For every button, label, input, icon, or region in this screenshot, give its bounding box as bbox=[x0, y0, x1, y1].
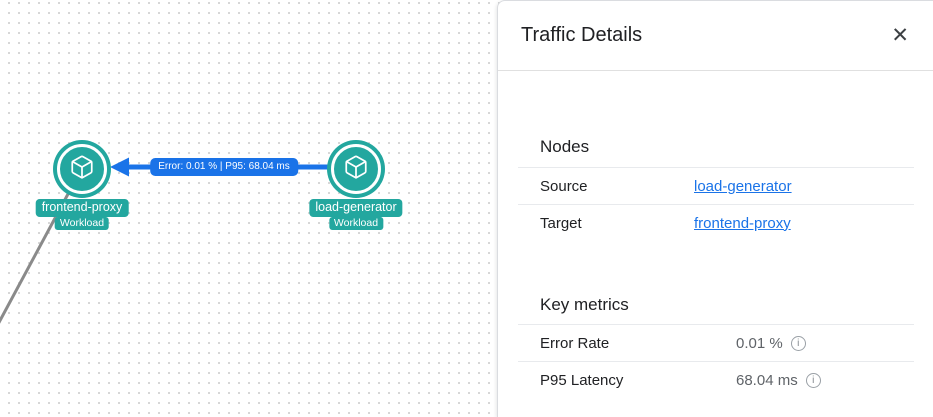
node-name-chip: load-generator bbox=[309, 199, 403, 217]
table-row-target: Target frontend-proxy bbox=[518, 204, 914, 241]
edge-metrics-badge[interactable]: Error: 0.01 % | P95: 68.04 ms bbox=[150, 158, 298, 176]
panel-title: Traffic Details bbox=[521, 24, 643, 46]
metrics-table: Error Rate 0.01 % i P95 Latency 68.04 ms… bbox=[518, 324, 914, 398]
close-icon[interactable]: ✕ bbox=[887, 23, 913, 48]
source-label: Source bbox=[540, 177, 588, 195]
panel-header: Traffic Details ✕ bbox=[498, 1, 933, 71]
table-row-source: Source load-generator bbox=[518, 167, 914, 204]
target-node-link[interactable]: frontend-proxy bbox=[694, 214, 791, 232]
p95-latency-label: P95 Latency bbox=[540, 371, 624, 389]
info-icon[interactable]: i bbox=[805, 372, 821, 388]
node-frontend-proxy[interactable] bbox=[53, 140, 111, 198]
error-rate-value-wrap: 0.01 % i bbox=[736, 335, 806, 352]
node-type-chip: Workload bbox=[328, 217, 384, 231]
node-name-chip: frontend-proxy bbox=[35, 199, 129, 217]
node-label-frontend-proxy[interactable]: frontend-proxy Workload bbox=[35, 199, 129, 231]
key-metrics-section-heading: Key metrics bbox=[540, 295, 629, 314]
table-row-error-rate: Error Rate 0.01 % i bbox=[518, 324, 914, 361]
workload-cube-icon bbox=[343, 154, 369, 185]
node-load-generator[interactable] bbox=[327, 140, 385, 198]
source-node-link[interactable]: load-generator bbox=[694, 177, 792, 195]
traffic-details-panel: Traffic Details ✕ Nodes Source load-gene… bbox=[497, 0, 933, 417]
nodes-table: Source load-generator Target frontend-pr… bbox=[518, 167, 914, 241]
node-label-load-generator[interactable]: load-generator Workload bbox=[309, 199, 403, 231]
p95-latency-value: 68.04 ms bbox=[736, 371, 798, 389]
info-icon[interactable]: i bbox=[790, 335, 806, 351]
error-rate-label: Error Rate bbox=[540, 334, 610, 352]
p95-latency-value-wrap: 68.04 ms i bbox=[736, 372, 821, 389]
target-label: Target bbox=[540, 214, 582, 232]
nodes-section-heading: Nodes bbox=[540, 137, 590, 156]
workload-cube-icon bbox=[69, 154, 95, 185]
table-row-p95-latency: P95 Latency 68.04 ms i bbox=[518, 361, 914, 398]
node-type-chip: Workload bbox=[54, 217, 110, 231]
traffic-edge-arrowhead bbox=[110, 157, 129, 177]
error-rate-value: 0.01 % bbox=[736, 334, 783, 352]
panel-body: Nodes Source load-generator Target front… bbox=[498, 137, 933, 398]
